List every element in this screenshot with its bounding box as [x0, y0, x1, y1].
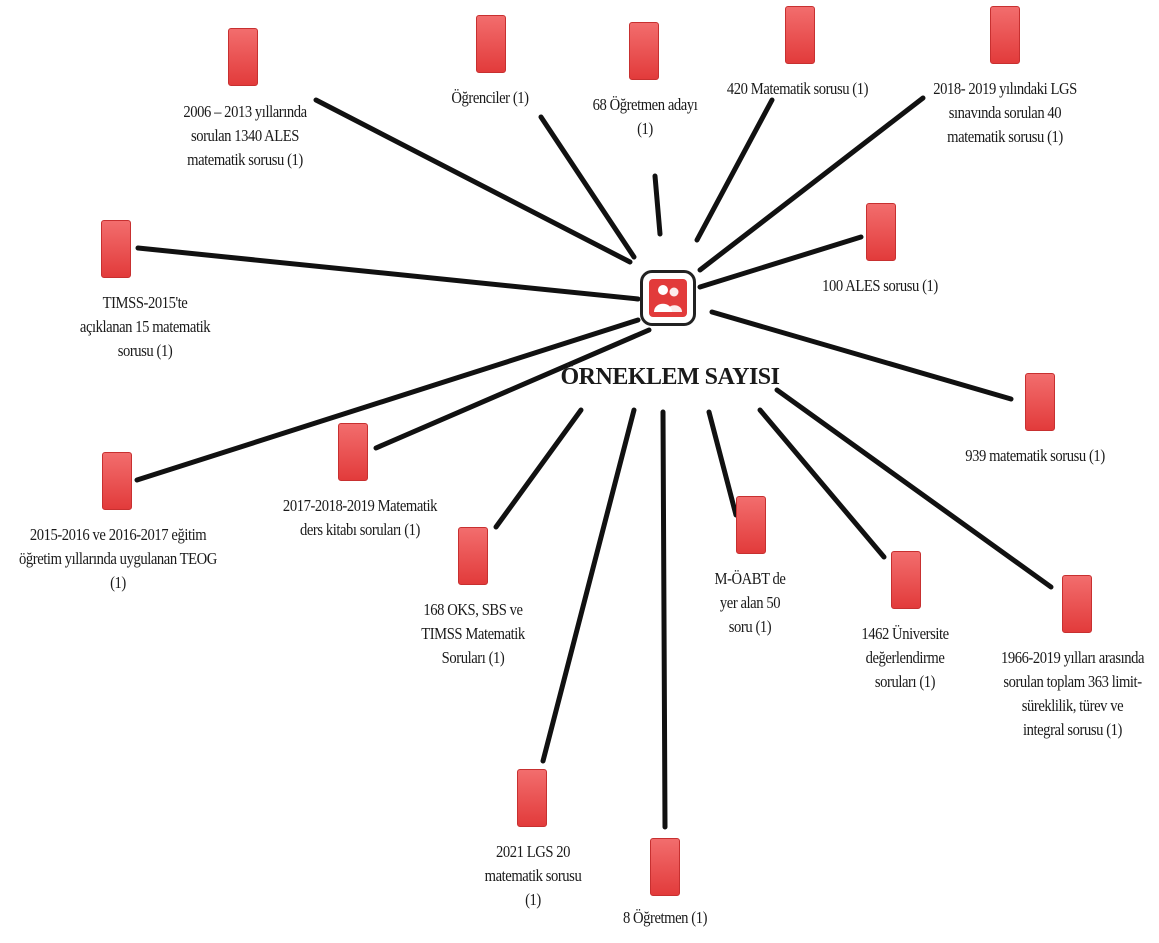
- node-icon-ogretmen-aday: [629, 22, 659, 80]
- node-label-line: 2018- 2019 yılındaki LGS: [933, 79, 1077, 98]
- node-label-line: matematik sorusu: [484, 866, 582, 885]
- node-icon-limit-sureklilik: [1062, 575, 1092, 633]
- node-icon-ogretmen-8: [650, 838, 680, 896]
- node-label-lgs-2018-2019: 2018- 2019 yılındaki LGS sınavında sorula…: [928, 77, 1083, 149]
- node-label-line: 8 Öğretmen (1): [622, 908, 708, 927]
- node-label-line: 939 matematik sorusu (1): [965, 446, 1105, 465]
- node-label-line: ders kitabı soruları (1): [299, 520, 420, 539]
- node-label-line: soruları (1): [874, 672, 936, 691]
- node-label-timss-2015: TIMSS-2015'te açıklanan 15 matematik sorus…: [68, 291, 223, 363]
- node-label-limit-sureklilik: 1966-2019 yılları arasında sorulan toplam…: [997, 646, 1148, 742]
- node-label-m-oabt: M-ÖABT de yer alan 50 soru (1): [698, 567, 801, 639]
- node-icon-ogrenciler: [476, 15, 506, 73]
- node-icon-ales-100: [866, 203, 896, 261]
- edge-timss-2015: [135, 245, 641, 302]
- edge-lgs-2021: [540, 407, 637, 764]
- edge-m-oabt: [706, 409, 739, 518]
- node-label-line: 2015-2016 ve 2016-2017 eğitim: [29, 525, 207, 544]
- node-icon-timss-2015: [101, 220, 131, 278]
- node-label-line: (1): [637, 119, 653, 138]
- node-label-matematik-939: 939 matematik sorusu (1): [953, 444, 1116, 468]
- edge-ales-100: [697, 234, 864, 290]
- node-label-line: süreklilik, türev ve: [1021, 696, 1124, 715]
- node-label-line: matematik sorusu (1): [187, 150, 303, 169]
- node-label-line: 1462 Üniversite: [861, 624, 949, 643]
- edge-ales-2006-2013: [313, 97, 633, 265]
- edge-limit-sureklilik: [774, 387, 1054, 590]
- node-label-line: soru (1): [728, 617, 772, 636]
- edge-420-matematik: [694, 97, 775, 243]
- edge-ogretmen-aday: [652, 173, 663, 237]
- node-label-420-matematik: 420 Matematik sorusu (1): [722, 77, 873, 101]
- node-icon-lgs-2018-2019: [990, 6, 1020, 64]
- node-icon-ders-kitabi: [338, 423, 368, 481]
- edge-lgs-2018-2019: [697, 95, 926, 273]
- node-label-line: öğretim yıllarında uygulanan TEOG: [19, 549, 217, 568]
- node-icon-universite: [891, 551, 921, 609]
- edge-ogretmen-8: [660, 409, 668, 830]
- node-icon-matematik-939: [1025, 373, 1055, 431]
- node-label-line: Öğrenciler (1): [451, 88, 529, 107]
- node-label-line: 2021 LGS 20: [495, 842, 571, 861]
- node-label-lgs-2021: 2021 LGS 20 matematik sorusu (1): [477, 840, 589, 912]
- node-label-line: 100 ALES sorusu (1): [822, 276, 938, 295]
- edge-oks-sbs: [493, 407, 584, 530]
- node-label-line: yer alan 50: [719, 593, 781, 612]
- node-label-line: M-ÖABT de: [714, 569, 786, 588]
- node-icon-oks-sbs: [458, 527, 488, 585]
- node-label-line: integral sorusu (1): [1022, 720, 1123, 739]
- node-icon-ales-2006-2013: [228, 28, 258, 86]
- node-icon-m-oabt: [736, 496, 766, 554]
- node-label-line: sınavında sorulan 40: [948, 103, 1062, 122]
- center-title: ÖRNEKLEM SAYISI: [560, 364, 780, 390]
- node-label-line: 68 Öğretmen adayı: [592, 95, 698, 114]
- node-label-line: Soruları (1): [441, 648, 505, 667]
- node-label-line: sorulan toplam 363 limit-: [1003, 672, 1142, 691]
- node-label-universite: 1462 Üniversite değerlendirme soruları (1): [841, 622, 970, 694]
- node-label-teog: 2015-2016 ve 2016-2017 eğitim öğretim yıl…: [17, 523, 220, 595]
- node-label-line: 2006 – 2013 yıllarında: [183, 102, 307, 121]
- people-icon: [649, 279, 687, 317]
- node-label-line: sorusu (1): [117, 341, 173, 360]
- node-icon-lgs-2021: [517, 769, 547, 827]
- edge-matematik-939: [709, 309, 1014, 402]
- node-label-line: TIMSS-2015'te: [102, 293, 188, 312]
- node-icon-teog: [102, 452, 132, 510]
- node-label-line: 1966-2019 yılları arasında: [1000, 648, 1145, 667]
- edge-teog: [134, 317, 641, 483]
- node-label-ders-kitabi: 2017-2018-2019 Matematik ders kitabı soru…: [270, 494, 451, 542]
- edge-ders-kitabi: [373, 327, 652, 451]
- node-label-line: TIMSS Matematik: [421, 624, 525, 643]
- node-label-line: 168 OKS, SBS ve: [423, 600, 523, 619]
- node-label-ales-100: 100 ALES sorusu (1): [811, 274, 949, 298]
- node-label-line: değerlendirme: [865, 648, 945, 667]
- edge-universite: [757, 407, 887, 560]
- node-label-ogretmen-aday: 68 Öğretmen adayı (1): [572, 93, 718, 141]
- node-label-line: (1): [525, 890, 541, 909]
- edge-ogrenciler: [538, 114, 637, 260]
- node-label-line: matematik sorusu (1): [947, 127, 1063, 146]
- node-label-ales-2006-2013: 2006 – 2013 yıllarında sorulan 1340 ALES m…: [168, 100, 323, 172]
- node-label-ogrenciler: Öğrenciler (1): [430, 86, 550, 110]
- node-label-line: (1): [110, 573, 126, 592]
- node-icon-420-matematik: [785, 6, 815, 64]
- node-label-line: 2017-2018-2019 Matematik: [282, 496, 438, 515]
- node-label-ogretmen-8: 8 Öğretmen (1): [601, 906, 730, 930]
- node-label-line: sorulan 1340 ALES: [190, 126, 300, 145]
- node-label-line: 420 Matematik sorusu (1): [726, 79, 869, 98]
- node-label-line: açıklanan 15 matematik: [79, 317, 211, 336]
